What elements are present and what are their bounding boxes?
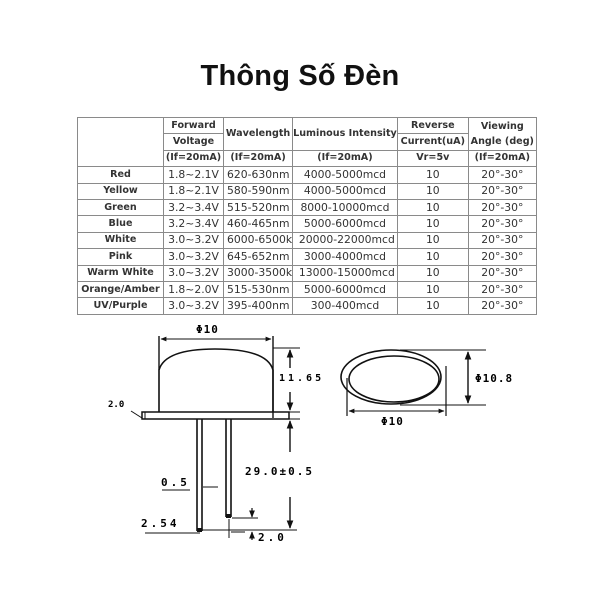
table-row: White 3.0~3.2V 6000-6500k 20000-22000mcd… bbox=[77, 231, 537, 250]
dim-label-flange-thickness: 2.0 bbox=[108, 400, 125, 410]
header-viewing-angle: Viewing Angle (deg) bbox=[467, 117, 537, 151]
wavelength-cell: 515-520nm bbox=[222, 198, 294, 217]
intensity-cell: 4000-5000mcd bbox=[292, 166, 398, 184]
dim-label-lead-offset: 2.0 bbox=[258, 531, 287, 544]
flange-outline bbox=[340, 349, 442, 405]
dim-label-flange-diameter: Φ10.8 bbox=[475, 372, 514, 385]
dim-label-end-inner-diameter: Φ10 bbox=[381, 415, 404, 428]
intensity-cell: 20000-22000mcd bbox=[292, 231, 398, 250]
table-row: Pink 3.0~3.2V 645-652nm 3000-4000mcd 10 … bbox=[77, 248, 537, 266]
angle-cell: 20°-30° bbox=[467, 198, 537, 217]
reverse-cell: 10 bbox=[396, 166, 469, 184]
wavelength-cell: 395-400nm bbox=[222, 297, 294, 315]
led-spec-table: Forward Wavelength Luminous Intensity Re… bbox=[77, 116, 537, 315]
voltage-cell: 3.2~3.4V bbox=[163, 198, 224, 217]
led-dome-outline bbox=[158, 348, 274, 412]
led-flange bbox=[141, 411, 290, 420]
voltage-cell: 3.2~3.4V bbox=[163, 215, 224, 233]
side-view bbox=[130, 336, 300, 540]
corner-cell bbox=[77, 116, 164, 168]
dome-outline-top bbox=[348, 355, 440, 403]
intensity-cell: 300-400mcd bbox=[292, 297, 398, 315]
angle-cell: 20°-30° bbox=[467, 297, 537, 315]
voltage-cell: 3.0~3.2V bbox=[163, 297, 224, 315]
angle-cell: 20°-30° bbox=[467, 182, 537, 200]
header-wavelength: Wavelength bbox=[222, 117, 294, 151]
dim-label-dome-diameter: Φ10 bbox=[196, 323, 219, 336]
dim-label-lead-width: 0.5 bbox=[161, 476, 190, 489]
voltage-cell: 3.0~3.2V bbox=[163, 248, 224, 266]
header-viewing-top: Viewing bbox=[480, 120, 524, 132]
reverse-cell: 10 bbox=[396, 297, 469, 315]
wavelength-cell: 580-590nm bbox=[222, 182, 294, 200]
wavelength-cell: 645-652nm bbox=[222, 248, 294, 266]
table-row: Orange/Amber 1.8~2.0V 515-530nm 5000-600… bbox=[77, 280, 537, 299]
header-forward-voltage-bottom: Voltage bbox=[163, 133, 224, 151]
header-viewing-bottom: Angle (deg) bbox=[470, 135, 534, 147]
header-row-2: Voltage Current(uA) bbox=[78, 133, 537, 151]
dim-label-dome-height: 11.65 bbox=[278, 373, 326, 384]
table-row: Yellow 1.8~2.1V 580-590nm 4000-5000mcd 1… bbox=[77, 182, 537, 200]
wavelength-cell: 6000-6500k bbox=[222, 231, 294, 250]
end-view bbox=[340, 349, 486, 416]
header-row-1: Forward Wavelength Luminous Intensity Re… bbox=[77, 116, 537, 168]
voltage-cell: 1.8~2.1V bbox=[163, 166, 224, 184]
table-row: UV/Purple 3.0~3.2V 395-400nm 300-400mcd … bbox=[77, 297, 537, 315]
voltage-cell: 1.8~2.1V bbox=[163, 182, 224, 200]
intensity-cell: 5000-6000mcd bbox=[292, 280, 398, 299]
header-row-conditions: (If=20mA) (If=20mA) (If=20mA) Vr=5v (If=… bbox=[78, 149, 537, 168]
angle-cell: 20°-30° bbox=[467, 231, 537, 250]
page-title: Thông Số Đèn bbox=[200, 60, 400, 92]
dim-label-lead-length: 29.0±0.5 bbox=[244, 465, 315, 478]
wavelength-cell: 515-530nm bbox=[222, 280, 294, 299]
reverse-cell: 10 bbox=[396, 248, 469, 266]
dim-label-lead-pitch: 2.54 bbox=[141, 517, 180, 530]
intensity-cell: 13000-15000mcd bbox=[292, 264, 398, 282]
